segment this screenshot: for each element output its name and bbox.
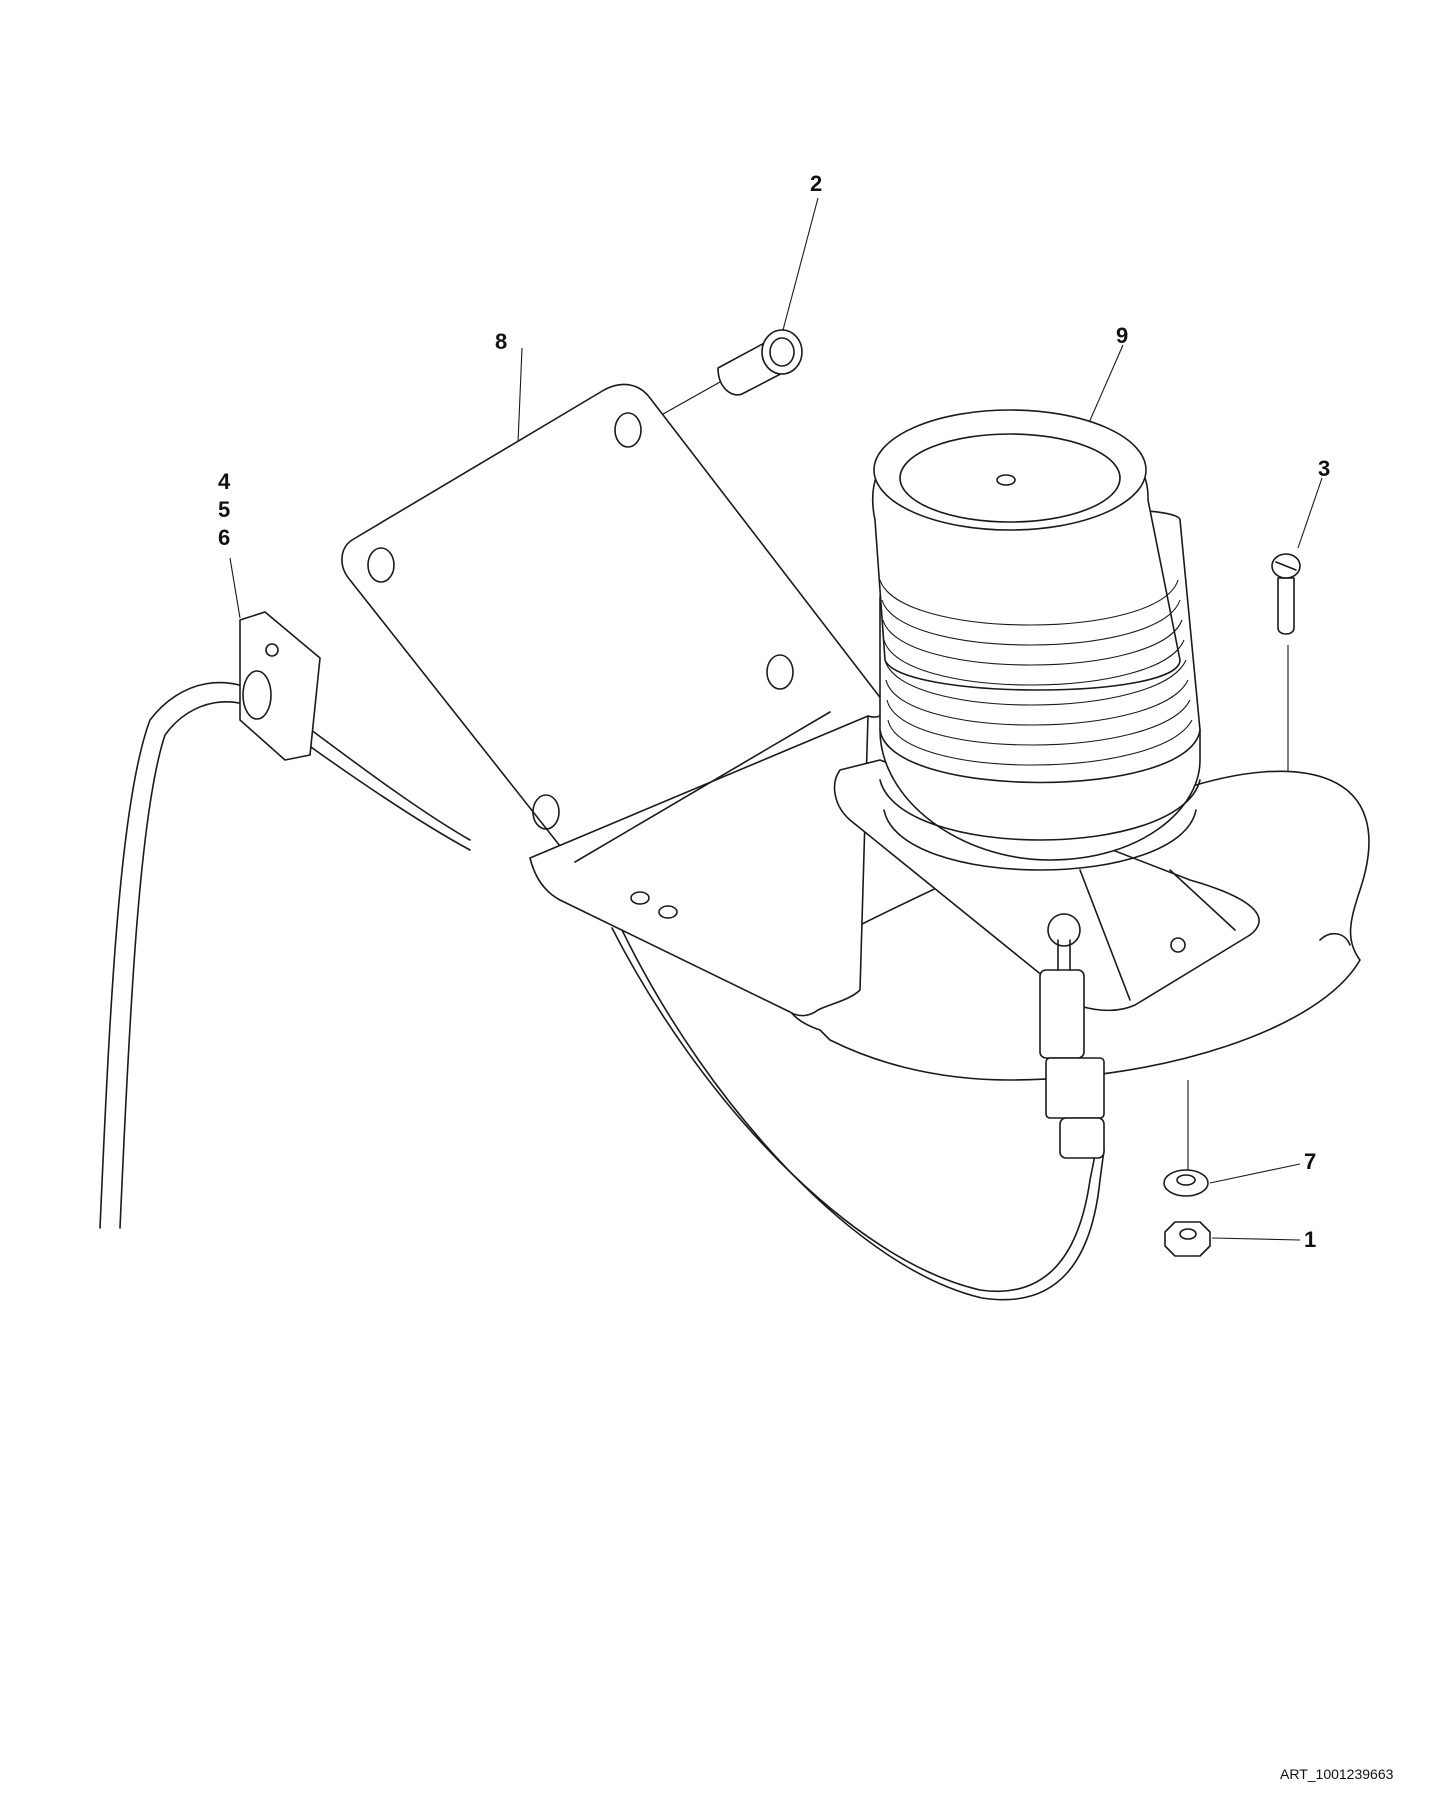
callout-5: 5 — [218, 497, 231, 522]
callout-1: 1 — [1304, 1227, 1317, 1252]
cable-clip — [239, 611, 321, 761]
washer — [1163, 1169, 1209, 1197]
callout-7: 7 — [1304, 1149, 1317, 1174]
spacer — [717, 329, 803, 396]
callout-9: 9 — [1116, 323, 1129, 348]
beacon-light — [872, 409, 1201, 871]
callout-3: 3 — [1318, 456, 1331, 481]
callout-8: 8 — [495, 329, 508, 354]
beacon-cable — [99, 681, 1105, 1301]
hex-nut — [1164, 1221, 1211, 1257]
art-id-label: ART_1001239663 — [1280, 1766, 1394, 1782]
callout-4: 4 — [218, 469, 231, 494]
callout-2: 2 — [810, 171, 823, 196]
screw — [1271, 553, 1301, 635]
callout-6: 6 — [218, 525, 231, 550]
bracket-plate — [341, 383, 887, 1017]
